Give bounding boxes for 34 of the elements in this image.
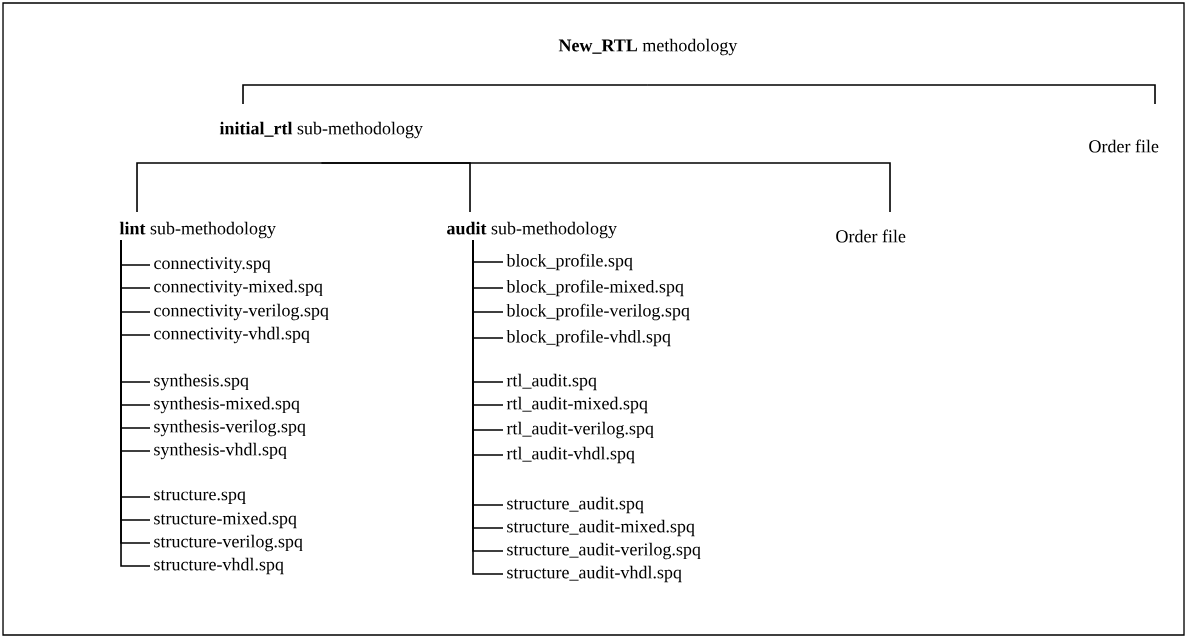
file-name: connectivity-verilog.spq — [154, 303, 329, 321]
file-name: structure.spq — [154, 490, 246, 504]
file-name: block_profile-mixed.spq — [506, 279, 684, 297]
file-name: synthesis-mixed.spq — [154, 396, 300, 414]
file-name: synthesis-verilog.spq — [154, 419, 306, 437]
tree-label: initial_rtl sub-methodology — [219, 121, 423, 139]
file-name: rtl_audit.spq — [506, 373, 597, 391]
file-name: block_profile-vhdl.spq — [506, 329, 671, 347]
file-name: Order file — [836, 229, 906, 243]
bracket-line — [242, 84, 649, 105]
file-name: structure_audit-verilog.spq — [507, 542, 701, 560]
file-name: synthesis-vhdl.spq — [154, 442, 287, 460]
bracket-line — [647, 84, 1156, 105]
file-name: rtl_audit-mixed.spq — [506, 396, 648, 414]
file-name: connectivity-vhdl.spq — [154, 326, 310, 344]
file-name: Order file — [1089, 139, 1159, 153]
tree-label: audit sub-methodology — [447, 221, 617, 239]
file-name: structure-vhdl.spq — [154, 557, 284, 575]
file-name: connectivity-mixed.spq — [154, 279, 323, 297]
bracket-line — [320, 162, 891, 213]
file-name: block_profile.spq — [506, 253, 633, 271]
file-name: structure_audit-mixed.spq — [507, 519, 695, 537]
bracket-line — [136, 162, 323, 213]
file-name: rtl_audit-verilog.spq — [506, 421, 654, 439]
file-name: structure-verilog.spq — [154, 534, 303, 552]
file-name: structure-mixed.spq — [154, 511, 297, 529]
file-name: structure_audit-vhdl.spq — [507, 565, 682, 583]
file-name: block_profile-verilog.spq — [506, 303, 690, 321]
tree-label: lint sub-methodology — [119, 221, 276, 239]
file-name: structure_audit.spq — [507, 496, 644, 514]
heading-text: New_RTL methodology — [558, 38, 738, 56]
file-name: connectivity.spq — [154, 257, 271, 273]
file-name: synthesis.spq — [154, 373, 249, 391]
file-name: rtl_audit-vhdl.spq — [506, 446, 635, 464]
